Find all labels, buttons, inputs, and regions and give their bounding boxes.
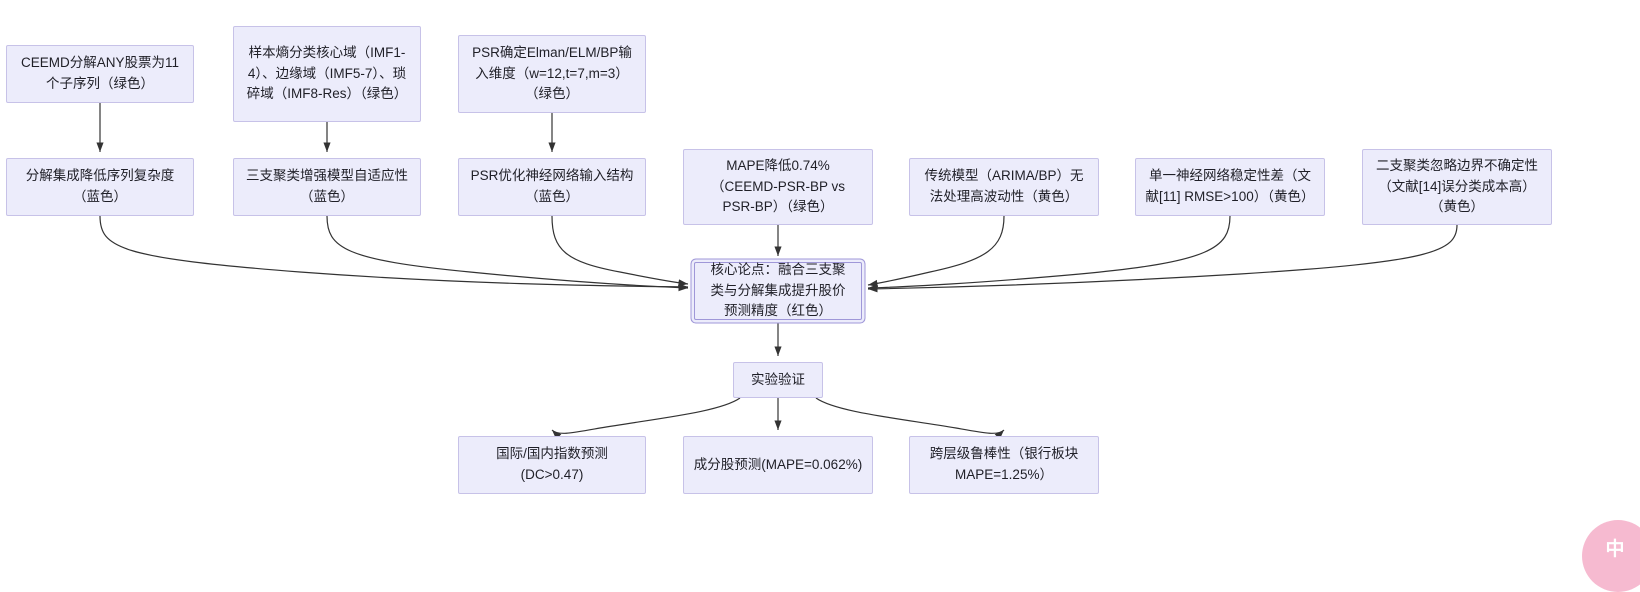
edge-m2-core [326, 215, 689, 292]
node-constituent-stock-forecast[interactable]: 成分股预测(MAPE=0.062%) [683, 436, 873, 494]
node-traditional-models-limitation[interactable]: 传统模型（ARIMA/BP）无法处理高波动性（黄色） [909, 158, 1099, 216]
node-ceemd-decomposition[interactable]: CEEMD分解ANY股票为11个子序列（绿色） [6, 45, 194, 103]
node-label: MAPE降低0.74%（CEEMD-PSR-BP vs PSR-BP）（绿色） [710, 157, 846, 215]
node-label: 国际/国内指数预测(DC>0.47) [496, 446, 608, 482]
node-index-forecast[interactable]: 国际/国内指数预测(DC>0.47) [458, 436, 646, 494]
node-single-network-instability[interactable]: 单一神经网络稳定性差（文献[11] RMSE>100）（黄色） [1135, 158, 1325, 216]
node-three-way-clustering-adaptivity[interactable]: 三支聚类增强模型自适应性（蓝色） [233, 158, 421, 216]
node-label: 三支聚类增强模型自适应性（蓝色） [246, 168, 408, 204]
node-label: CEEMD分解ANY股票为11个子序列（绿色） [20, 55, 180, 91]
edge-m6-core [867, 215, 1231, 292]
node-psr-input-dimension[interactable]: PSR确定Elman/ELM/BP输入维度（w=12,t=7,m=3）（绿色） [458, 35, 646, 113]
node-sample-entropy-classification[interactable]: 样本熵分类核心域（IMF1-4）、边缘域（IMF5-7）、琐碎域（IMF8-Re… [233, 26, 421, 122]
node-label: PSR优化神经网络输入结构（蓝色） [470, 168, 634, 204]
edge-m5-core [867, 215, 1005, 287]
node-label: 跨层级鲁棒性（银行板块MAPE=1.25%） [929, 446, 1079, 482]
node-label: 分解集成降低序列复杂度（蓝色） [25, 168, 175, 204]
node-label: 单一神经网络稳定性差（文献[11] RMSE>100）（黄色） [1145, 168, 1315, 204]
node-mape-reduction[interactable]: MAPE降低0.74%（CEEMD-PSR-BP vs PSR-BP）（绿色） [683, 149, 873, 225]
node-label: 传统模型（ARIMA/BP）无法处理高波动性（黄色） [924, 168, 1084, 204]
node-label: 二支聚类忽略边界不确定性（文献[14]误分类成本高）（黄色） [1376, 157, 1538, 215]
node-cross-level-robustness[interactable]: 跨层级鲁棒性（银行板块MAPE=1.25%） [909, 436, 1099, 494]
edge-validation-b3 [815, 397, 1005, 440]
node-core-thesis[interactable]: 核心论点：融合三支聚类与分解集成提升股价预测精度（红色） [694, 262, 862, 320]
watermark-badge: 中 [1582, 520, 1640, 592]
edge-m7-core [867, 224, 1458, 293]
node-label: 样本熵分类核心域（IMF1-4）、边缘域（IMF5-7）、琐碎域（IMF8-Re… [246, 44, 408, 102]
node-label: 实验验证 [751, 371, 805, 387]
node-label: 核心论点：融合三支聚类与分解集成提升股价预测精度（红色） [710, 261, 846, 319]
node-experimental-validation[interactable]: 实验验证 [733, 362, 823, 398]
flowchart-canvas: CEEMD分解ANY股票为11个子序列（绿色） 样本熵分类核心域（IMF1-4）… [6, 26, 1640, 592]
edge-validation-b1 [551, 397, 741, 440]
node-label: PSR确定Elman/ELM/BP输入维度（w=12,t=7,m=3）（绿色） [472, 44, 632, 102]
edge-m1-core [99, 215, 689, 291]
node-two-way-clustering-boundary[interactable]: 二支聚类忽略边界不确定性（文献[14]误分类成本高）（黄色） [1362, 149, 1552, 225]
node-psr-optimizes-network-input[interactable]: PSR优化神经网络输入结构（蓝色） [458, 158, 646, 216]
node-label: 成分股预测(MAPE=0.062%) [693, 456, 863, 472]
node-decomposition-reduces-complexity[interactable]: 分解集成降低序列复杂度（蓝色） [6, 158, 194, 216]
edge-m3-core [551, 215, 689, 287]
watermark-label: 中 [1605, 538, 1625, 560]
